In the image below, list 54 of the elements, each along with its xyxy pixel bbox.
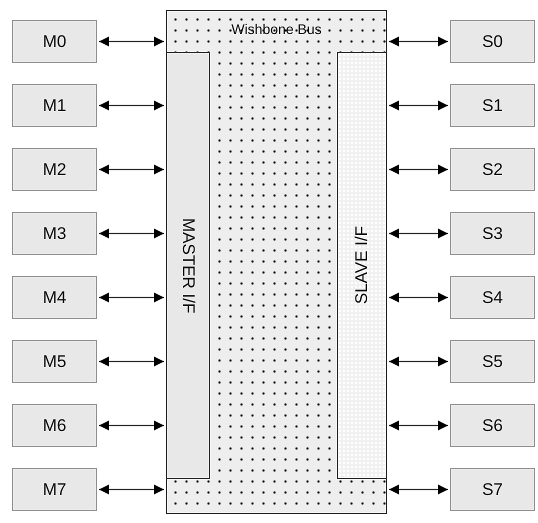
port-label: S3 [482, 224, 503, 244]
double-arrow [389, 292, 448, 302]
port-label: S0 [482, 32, 503, 52]
bus-title: Wishbone Bus [230, 21, 323, 37]
double-arrow [99, 36, 164, 46]
port-box [450, 212, 535, 255]
port-box [450, 404, 535, 447]
port-box [12, 148, 97, 191]
double-arrow [99, 100, 164, 110]
port-box [450, 148, 535, 191]
port-label: S1 [482, 96, 503, 116]
port-label: M2 [42, 160, 66, 180]
port-box [12, 276, 97, 319]
double-arrow [389, 356, 448, 366]
port-label: M7 [42, 480, 66, 500]
port-box [450, 340, 535, 383]
port-label: M3 [42, 224, 66, 244]
port-label: S2 [482, 160, 503, 180]
port-label: S4 [482, 288, 503, 308]
port-box [450, 84, 535, 127]
port-box [450, 20, 535, 63]
double-arrow [389, 36, 448, 46]
port-box [12, 468, 97, 511]
port-label: S7 [482, 480, 503, 500]
port-box [450, 276, 535, 319]
port-label: M5 [42, 352, 66, 372]
port-box [12, 84, 97, 127]
double-arrow [389, 484, 448, 494]
interface-panel [166, 52, 210, 479]
port-box [12, 340, 97, 383]
vertical-label: SLAVE I/F [352, 226, 372, 305]
vertical-label: MASTER I/F [178, 218, 198, 314]
double-arrow [389, 164, 448, 174]
double-arrow [389, 100, 448, 110]
port-label: M1 [42, 96, 66, 116]
port-box [12, 404, 97, 447]
double-arrow [389, 420, 448, 430]
double-arrow [99, 292, 164, 302]
port-label: M4 [42, 288, 66, 308]
port-label: M6 [42, 416, 66, 436]
double-arrow [99, 228, 164, 238]
bus-block [166, 10, 387, 514]
double-arrow [99, 484, 164, 494]
double-arrow [99, 356, 164, 366]
port-label: M0 [42, 32, 66, 52]
port-box [12, 212, 97, 255]
port-label: S6 [482, 416, 503, 436]
port-box [450, 468, 535, 511]
double-arrow [99, 420, 164, 430]
port-box [12, 20, 97, 63]
port-label: S5 [482, 352, 503, 372]
double-arrow [389, 228, 448, 238]
interface-panel [337, 52, 387, 479]
double-arrow [99, 164, 164, 174]
